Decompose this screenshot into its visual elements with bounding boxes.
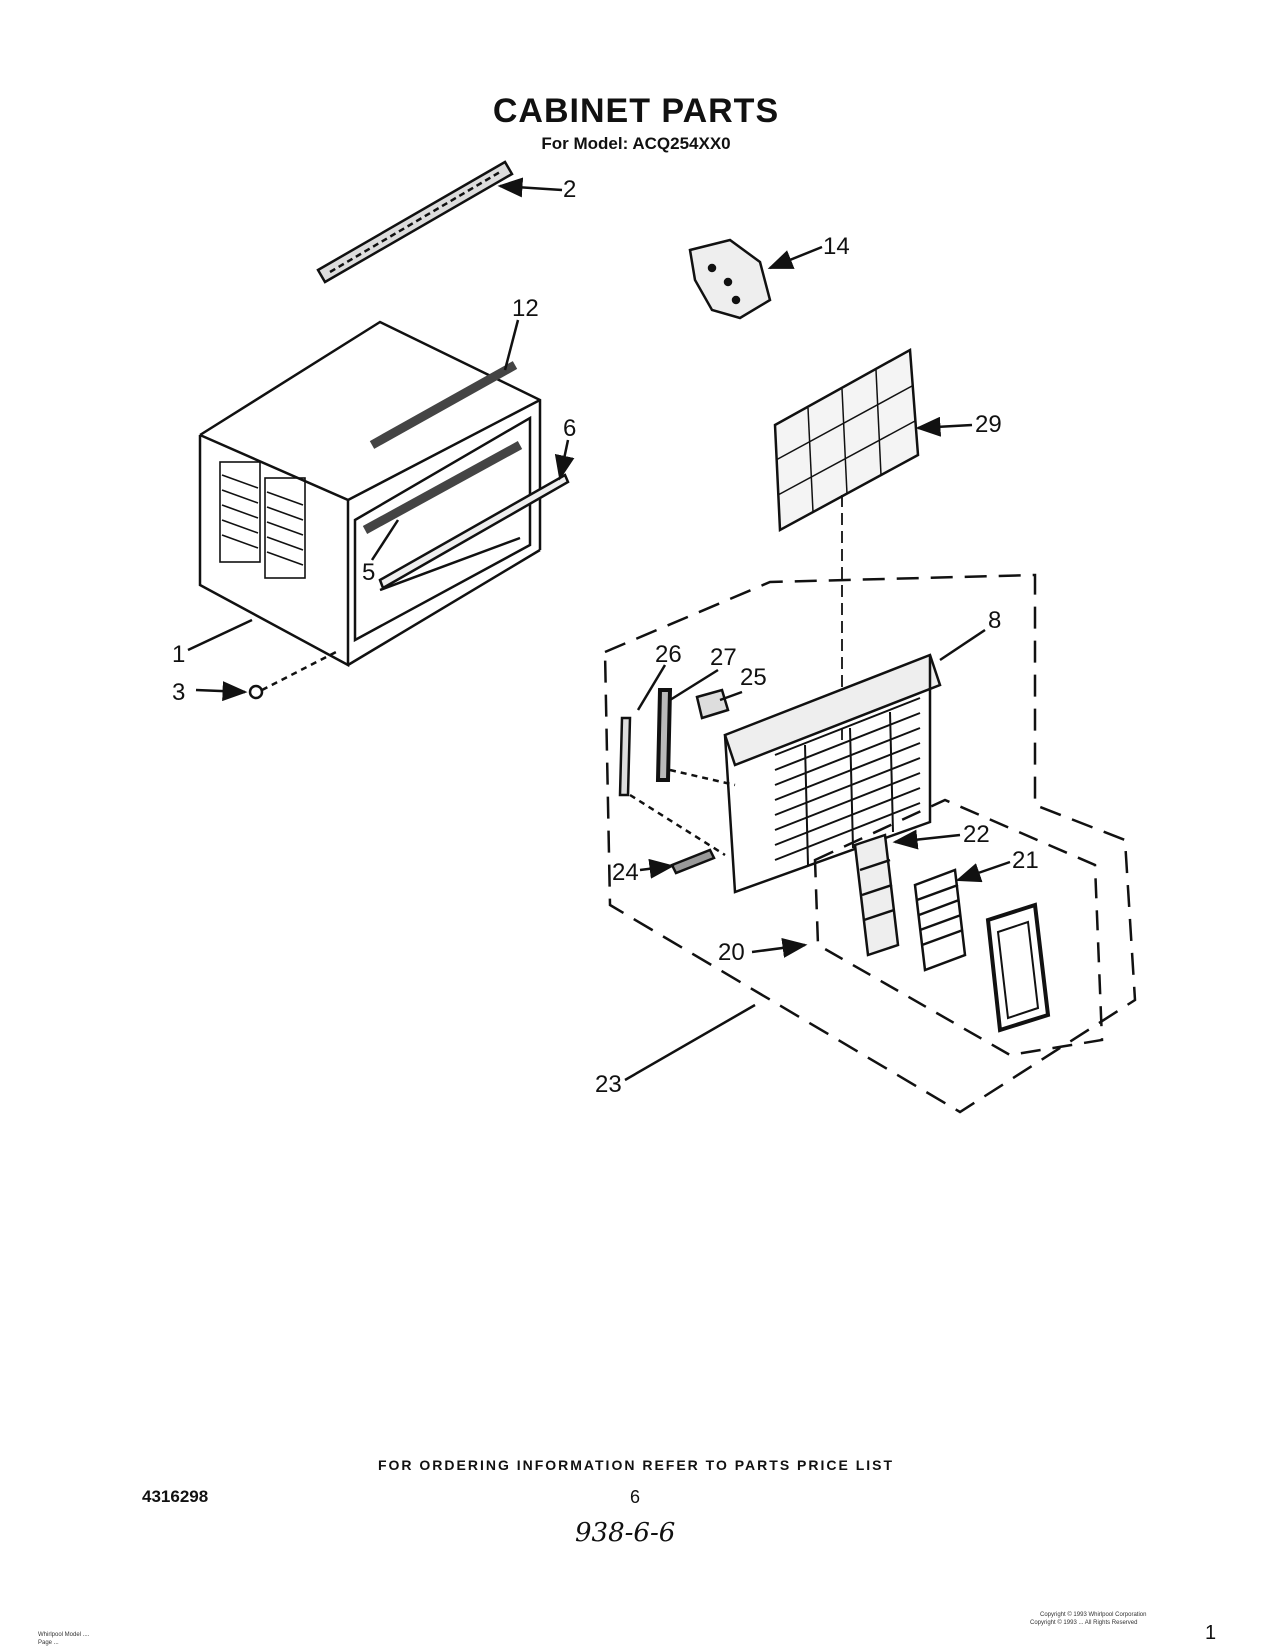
callout-29: 29	[975, 411, 1002, 438]
part-22-louver-frame	[853, 833, 900, 957]
leader-2	[497, 177, 563, 198]
part-27-strip	[655, 688, 673, 782]
leader-14	[767, 245, 823, 270]
callout-14: 14	[823, 233, 850, 260]
part-21-louvers	[913, 868, 967, 972]
leader-8	[939, 628, 986, 662]
leader-3	[195, 681, 248, 702]
part-3-screw	[248, 684, 264, 700]
small-print-left-2: Page ...	[38, 1640, 59, 1646]
leader-12	[503, 319, 520, 371]
handwritten-note: 938-6-6	[575, 1518, 676, 1548]
callout-25: 25	[740, 664, 767, 691]
leader-27	[669, 668, 719, 702]
part-29-filter	[773, 347, 920, 533]
louver-frame	[985, 902, 1051, 1033]
callout-3: 3	[172, 679, 185, 706]
leader-1	[187, 618, 253, 652]
part-14-bracket	[688, 238, 772, 320]
corner-mark: 1	[1205, 1622, 1217, 1644]
callout-5: 5	[362, 559, 375, 586]
leader-24	[639, 858, 675, 879]
copyright-line-2: Copyright © 1993 ... All Rights Reserved	[1030, 1620, 1138, 1626]
leader-25	[719, 690, 743, 702]
part-23-group-boundary	[603, 573, 1137, 1114]
leader-22	[892, 829, 961, 850]
callout-8: 8	[988, 607, 1001, 634]
callout-21: 21	[1012, 847, 1039, 874]
callout-2: 2	[563, 176, 576, 203]
page-title: CABINET PARTS	[492, 92, 780, 130]
callout-22: 22	[963, 821, 990, 848]
part-20-group-boundary	[813, 798, 1104, 1057]
callout-1: 1	[172, 641, 185, 668]
part-26-strip	[618, 716, 632, 797]
leader-20	[751, 938, 808, 958]
callout-24: 24	[612, 859, 639, 886]
callout-26: 26	[655, 641, 682, 668]
copyright-line-1: Copyright © 1993 Whirlpool Corporation	[1040, 1612, 1147, 1618]
callout-27: 27	[710, 644, 737, 671]
leader-29	[915, 416, 973, 437]
leader-21	[955, 860, 1011, 883]
part-25-clip	[695, 688, 730, 720]
model-subtitle: For Model: ACQ254XX0	[541, 134, 731, 153]
part-2-strip	[316, 160, 514, 284]
leader-5	[370, 519, 400, 561]
page-number: 6	[630, 1487, 641, 1507]
small-print-left-1: Whirlpool Model ....	[38, 1632, 90, 1638]
callout-6: 6	[563, 415, 576, 442]
ordering-note: FOR ORDERING INFORMATION REFER TO PARTS …	[377, 1457, 895, 1473]
part-24-block	[670, 848, 716, 875]
part-8-front-panel	[723, 653, 942, 894]
callout-23: 23	[595, 1071, 622, 1098]
callout-12: 12	[512, 295, 539, 322]
part-1-cabinet	[198, 320, 570, 668]
document-number: 4316298	[142, 1487, 209, 1506]
leader-26	[636, 664, 667, 711]
leader-6	[554, 439, 575, 481]
callout-20: 20	[718, 939, 745, 966]
leader-23	[624, 1003, 756, 1082]
